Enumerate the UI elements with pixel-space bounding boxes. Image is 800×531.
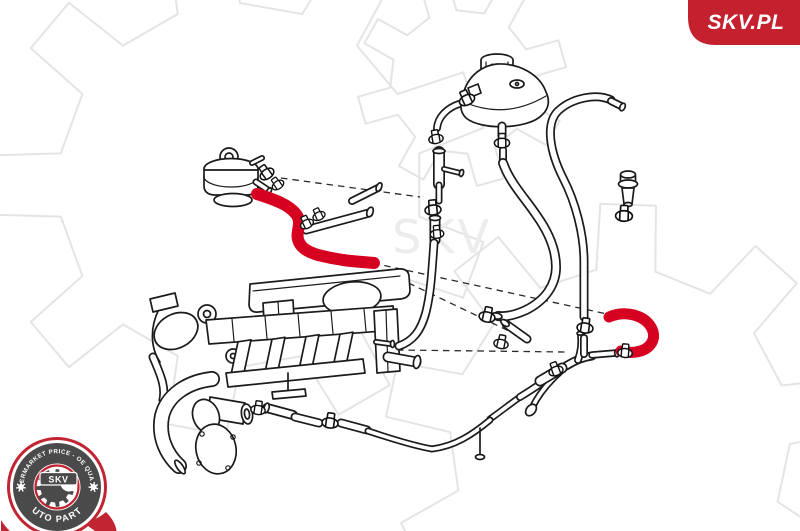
logo-side-gear-icon <box>16 482 26 492</box>
heater-valve <box>617 170 639 208</box>
highlighted-hose-left <box>251 188 380 269</box>
engine-intake-manifold <box>148 268 422 405</box>
gear-watermark-icon <box>0 0 485 436</box>
site-banner: SKV.PL <box>688 0 800 45</box>
lower-coolant-pipe <box>153 371 494 475</box>
logo-inner-red-ring <box>34 464 80 510</box>
tank-outlet-hose <box>490 158 561 344</box>
site-label: SKV.PL <box>708 11 785 34</box>
expansion-tank <box>459 53 550 165</box>
logo-gear-emblem-icon: SKV <box>36 469 78 507</box>
logo-center-text: SKV <box>48 474 68 484</box>
assembly-dashed-lines <box>280 177 608 353</box>
oil-cooler <box>203 147 273 208</box>
banner-ribbon <box>688 0 800 45</box>
small-connector-hose <box>301 181 383 235</box>
gear-watermark-icon <box>357 0 567 187</box>
highlighted-hose-right <box>603 308 660 358</box>
return-hose-right <box>545 92 627 322</box>
water-pump-flange <box>194 423 238 475</box>
logo-side-gear-icon <box>88 482 99 492</box>
tank-body <box>459 63 550 128</box>
